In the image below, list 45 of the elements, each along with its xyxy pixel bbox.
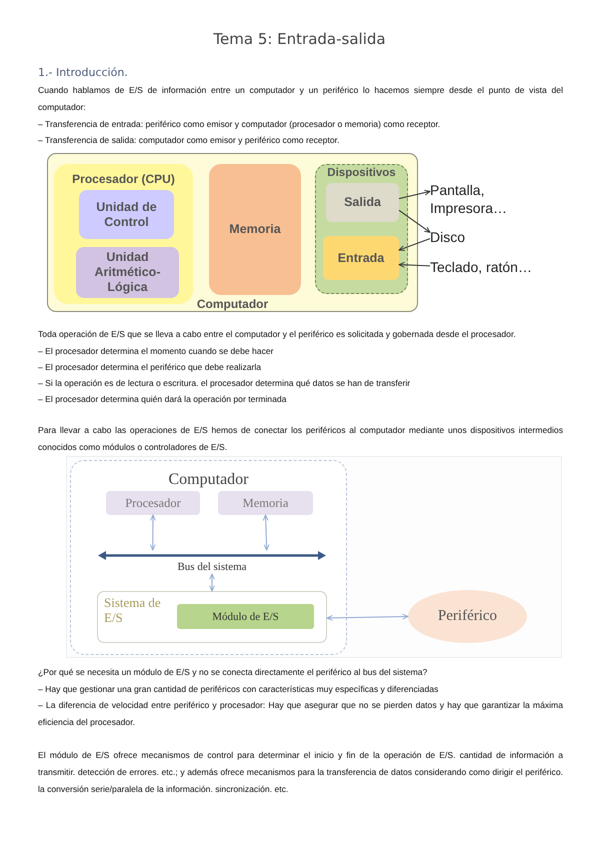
computer-box xyxy=(47,153,418,312)
arrow xyxy=(326,614,408,621)
processor-box: Procesador xyxy=(106,491,200,515)
bus-label: Bus del sistema xyxy=(176,561,248,573)
body-text: – Transferencia de salida: computador como emisor y periférico como receptor. xyxy=(38,134,340,147)
group-title: Procesador (CPU) xyxy=(71,172,176,186)
body-text: – Transferencia de entrada: periférico como emisor y computador (procesador o memoria) como receptor. xyxy=(38,118,442,131)
body-text: Cuando hablamos de E/S de información entre un computador y un periférico lo hacemos siempre desde el punto de vista del computador: xyxy=(38,84,563,114)
device-label: Teclado, ratón… xyxy=(430,256,562,278)
group-title: Dispositivos xyxy=(326,167,397,179)
body-text: Toda operación de E/S que se lleva a cabo entre el computador y el periférico es solicitada y gobernada desde el procesador. xyxy=(38,328,517,341)
control-unit-box: Unidad de Control xyxy=(79,190,174,239)
group-title: Computador xyxy=(196,297,270,311)
group-title: Computador xyxy=(168,471,250,489)
body-text: – Si la operación es de lectura o escritura. el procesador determina qué datos se han de transferir xyxy=(38,377,412,390)
input-box: Entrada xyxy=(323,236,399,280)
page-title: Tema 5: Entrada-salida xyxy=(212,30,387,48)
body-text: – El procesador determina el periférico que debe realizarla xyxy=(38,361,262,374)
section-heading: 1.- Introducción. xyxy=(38,65,129,81)
body-text: El módulo de E/S ofrece mecanismos de control para determinar el inicio y fin de la operación de E/S. cantidad de información a transmitir. detección de errores. etc.; y además ofrece mecanismos para la transferencia de datos considerando como dirigir el periférico. la conversión serie/paralela de la información. sincronización. etc. xyxy=(38,749,563,796)
processor-box xyxy=(54,164,193,304)
body-text: – El procesador determina el momento cuando se debe hacer xyxy=(38,345,275,358)
memory-box: Memoria xyxy=(218,491,313,515)
arrow xyxy=(209,574,215,592)
arrow xyxy=(262,514,270,550)
arrow xyxy=(398,190,430,200)
io-module-box: Módulo de E/S xyxy=(177,604,314,629)
body-text: – La diferencia de velocidad entre periférico y procesador: Hay que asegurar que no se pierden datos y hay que garantizar la máxima eficiencia del procesador. xyxy=(38,699,563,729)
output-box: Salida xyxy=(326,183,399,222)
arrow xyxy=(398,238,430,251)
alu-box: Unidad Aritmético-Lógica xyxy=(76,247,179,298)
group-title: Sistema de E/S xyxy=(104,596,162,626)
device-label: Disco xyxy=(430,226,480,247)
arrow xyxy=(398,262,430,268)
memory-box: Memoria xyxy=(209,164,301,295)
io-system-box xyxy=(97,591,327,643)
body-text: Para llevar a cabo las operaciones de E/S hemos de conectar los periféricos al computador mediante unos dispositivos intermedios conocidos como módulos o controladores de E/S. xyxy=(38,424,563,454)
device-label: Pantalla, Impresora… xyxy=(430,180,562,218)
body-text: – Hay que gestionar una gran cantidad de periféricos con características muy específicas y diferenciadas xyxy=(38,683,440,696)
body-text: – El procesador determina quién dará la operación por terminada xyxy=(38,393,288,406)
devices-box xyxy=(315,164,408,294)
arrow xyxy=(150,514,156,550)
body-text: ¿Por qué se necesita un módulo de E/S y no se conecta directamente el periférico al bus del sistema? xyxy=(38,666,428,679)
arrow xyxy=(398,210,430,233)
computer-box xyxy=(70,460,347,655)
